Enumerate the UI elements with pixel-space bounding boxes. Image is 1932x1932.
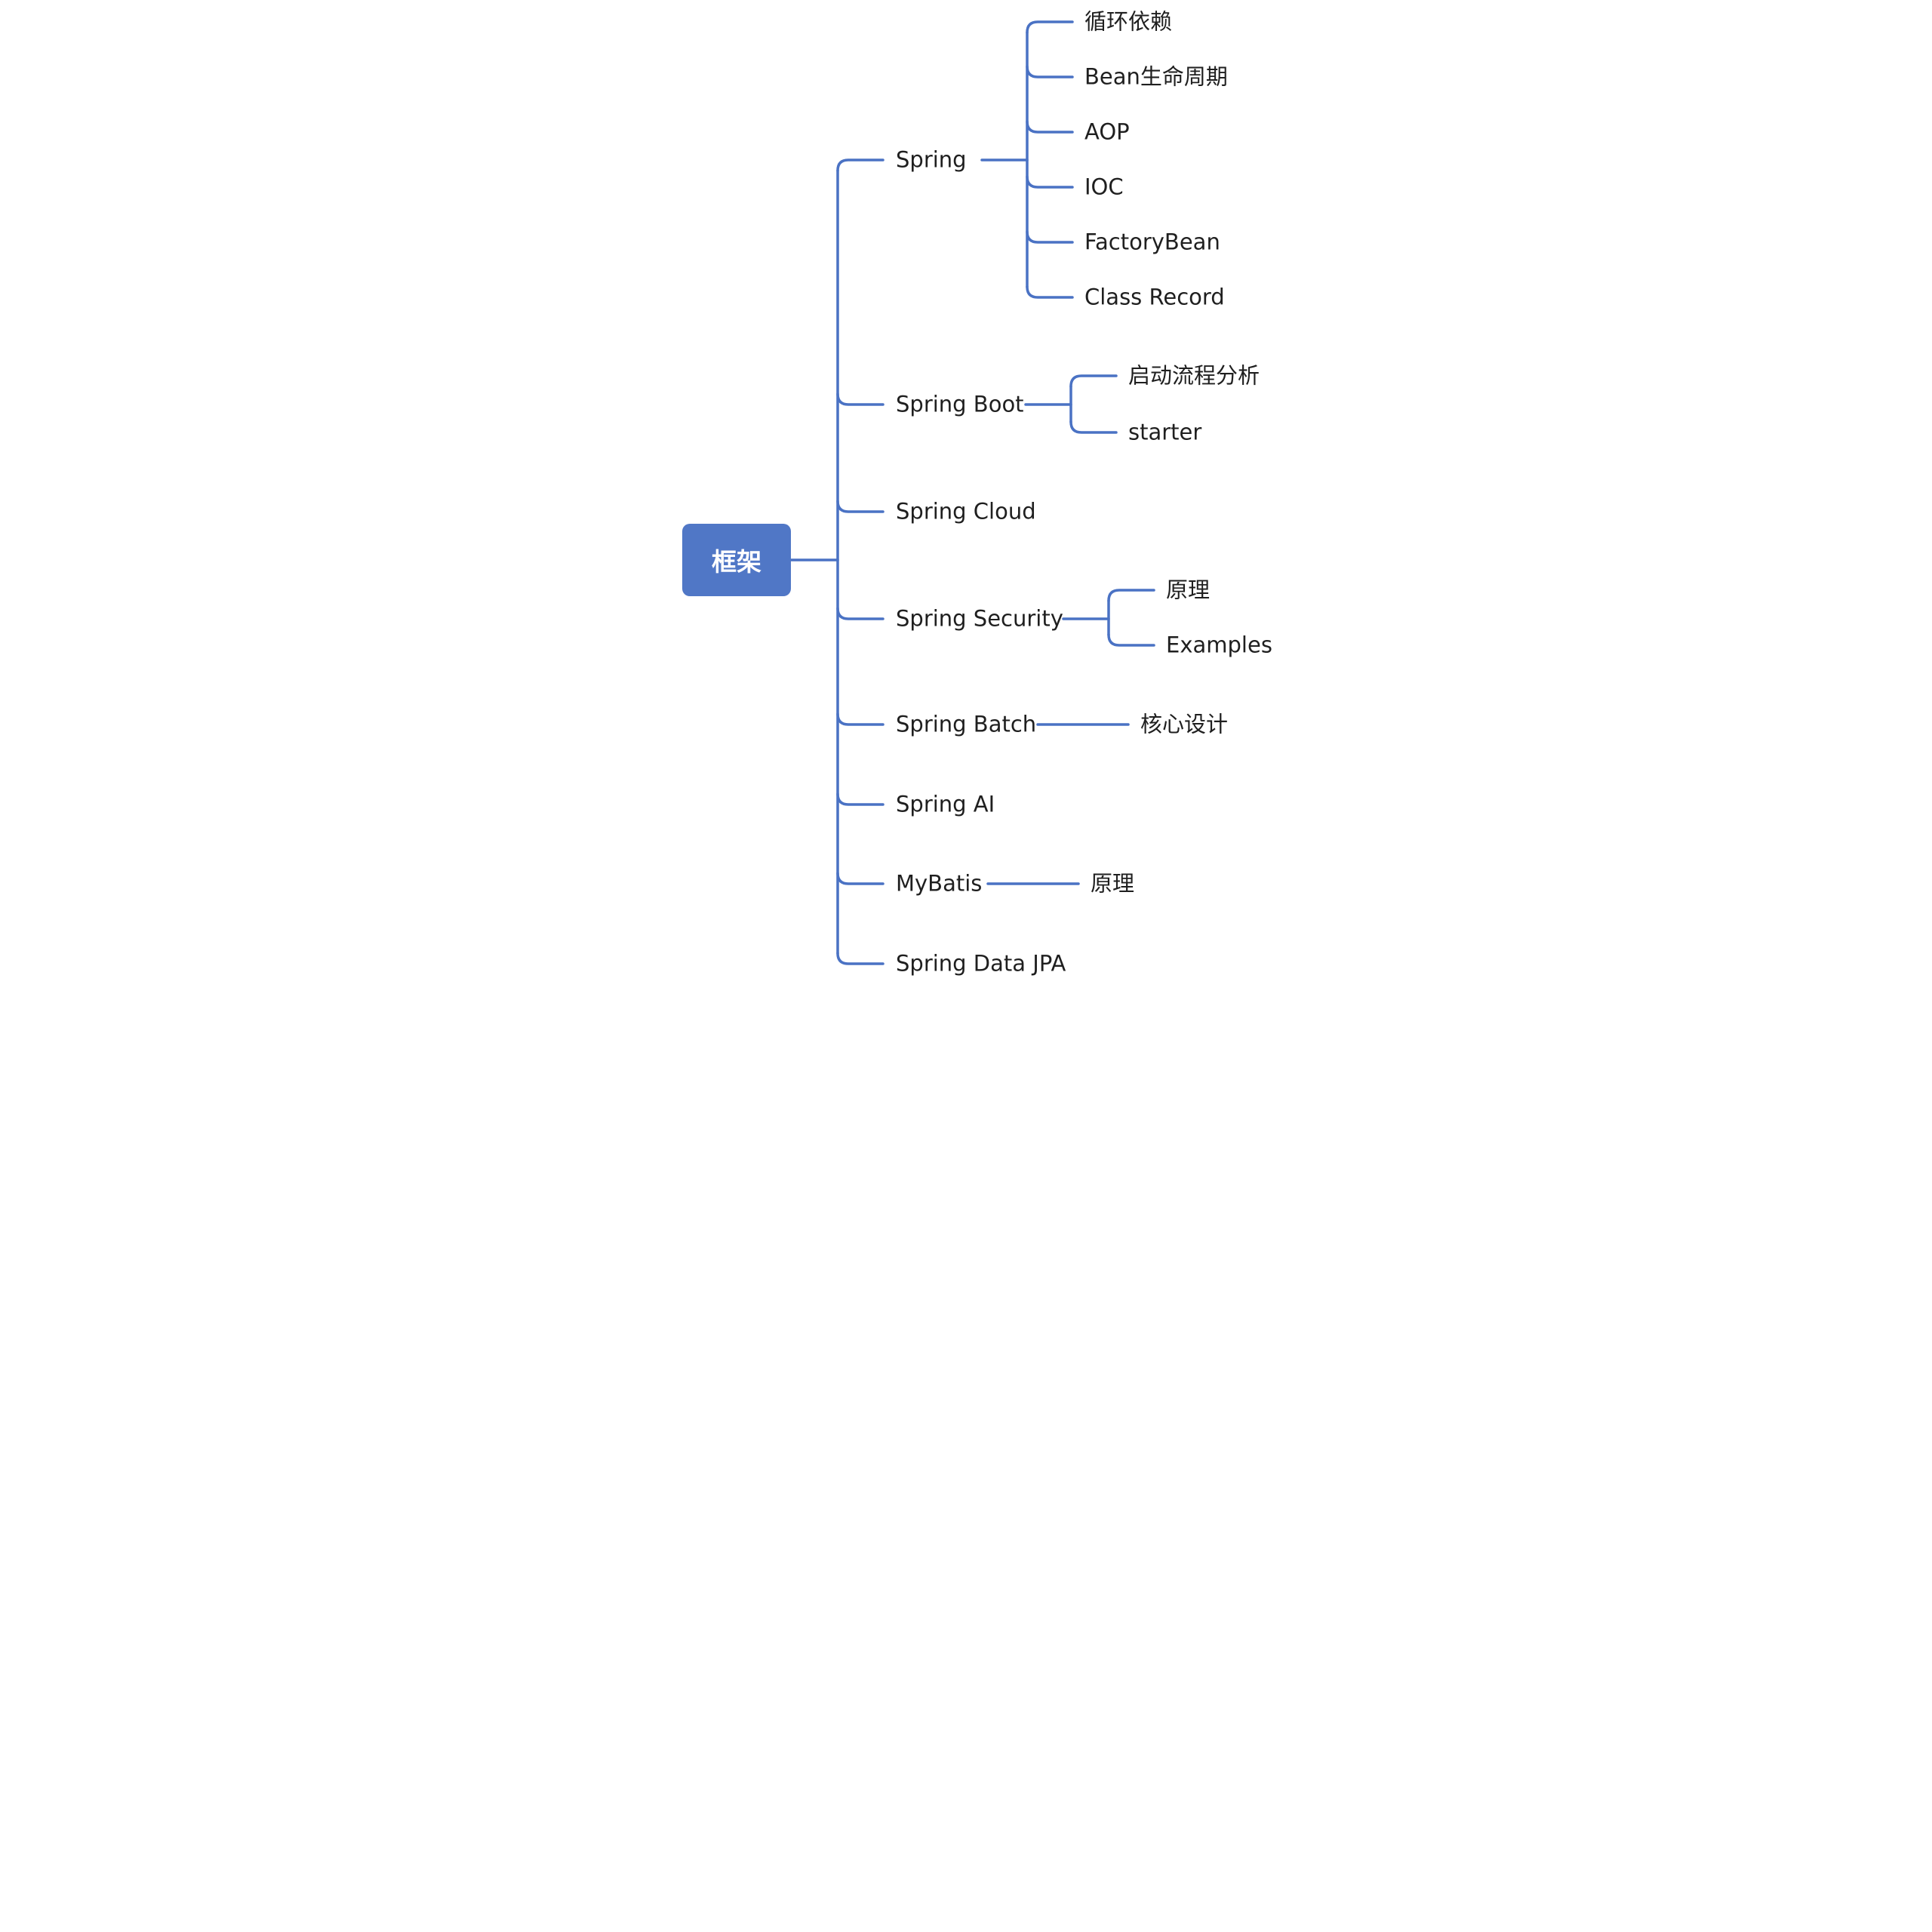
branch-node[interactable]: Spring Data JPA: [896, 950, 1066, 977]
leaf-connector: [1107, 589, 1155, 602]
branch-node[interactable]: Spring Batch: [896, 711, 1037, 737]
leaf-connector: [1026, 175, 1074, 189]
root-label: 框架: [712, 547, 761, 577]
branch-node[interactable]: MyBatis: [896, 870, 983, 897]
branch-node[interactable]: Spring AI: [896, 791, 995, 817]
branch-node[interactable]: Spring Cloud: [896, 498, 1036, 525]
leaf-connector: [1026, 20, 1074, 34]
leaf-node[interactable]: IOC: [1084, 174, 1124, 200]
leaf-node[interactable]: starter: [1128, 419, 1202, 445]
leaf-connector: [1069, 420, 1118, 434]
leaf-connector: [1069, 374, 1118, 388]
branch-connector: [836, 712, 884, 726]
branch-node[interactable]: Spring Boot: [896, 391, 1024, 417]
leaf-node[interactable]: AOP: [1084, 118, 1130, 145]
leaf-node[interactable]: 循环依赖: [1084, 8, 1173, 35]
leaf-connector: [1026, 230, 1074, 244]
leaf-connector: [1107, 633, 1155, 647]
branch-connector: [836, 792, 884, 806]
leaf-node[interactable]: 原理: [1166, 577, 1211, 603]
branch-connector: [836, 392, 884, 406]
leaf-node[interactable]: FactoryBean: [1084, 229, 1220, 255]
leaf-node[interactable]: Class Record: [1084, 284, 1225, 310]
leaf-node[interactable]: 原理: [1091, 870, 1135, 897]
leaf-node[interactable]: Examples: [1166, 632, 1272, 658]
leaf-connector: [1026, 65, 1074, 78]
branch-connector: [836, 500, 884, 513]
leaf-node[interactable]: 核心设计: [1140, 711, 1229, 737]
branch-connector: [836, 872, 884, 885]
branch-connector: [836, 607, 884, 620]
branch-node[interactable]: Spring Security: [896, 605, 1063, 632]
branch-connector: [836, 952, 884, 965]
leaf-connector: [1026, 120, 1074, 134]
leaf-node[interactable]: Bean生命周期: [1084, 63, 1228, 90]
root-node[interactable]: 框架: [682, 524, 791, 596]
leaf-connector: [1026, 285, 1074, 299]
leaf-node[interactable]: 启动流程分析: [1128, 362, 1260, 389]
branch-node[interactable]: Spring: [896, 146, 967, 173]
branch-connector: [836, 158, 884, 172]
